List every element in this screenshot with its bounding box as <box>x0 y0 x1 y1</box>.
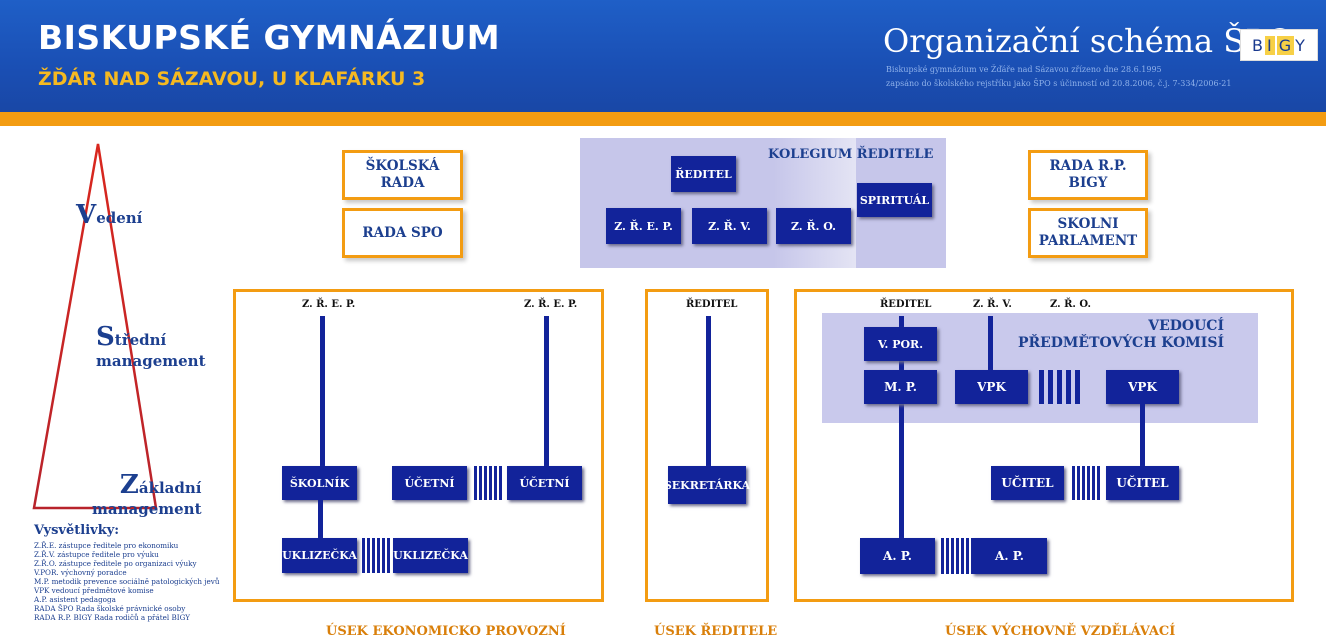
rada-rp-bigy-box: RADA R.P. BIGY <box>1028 150 1148 200</box>
econ-line-2 <box>544 316 549 466</box>
vpk-box-1: VPK <box>955 370 1028 404</box>
edu-section-frame <box>794 289 1294 602</box>
legend-item: Z.Ř.E. zástupce ředitele pro ekonomiku <box>34 541 179 550</box>
legend-item: V.POR. výchovný poradce <box>34 568 127 577</box>
hierarchy-triangle <box>32 143 158 510</box>
uklizecka-separator <box>362 538 390 573</box>
legend-item: A.P. asistent pedagoga <box>34 595 116 604</box>
legend-item: VPK vedoucí předmětové komise <box>34 586 154 595</box>
header-banner <box>0 0 1326 112</box>
ucetni-box-1: ÚČETNÍ <box>392 466 467 500</box>
school-address: ŽĎÁR NAD SÁZAVOU, U KLAFÁRKU 3 <box>38 68 426 90</box>
level-zakladni: Základní management <box>92 470 202 518</box>
reditel-box: ŘEDITEL <box>671 156 736 192</box>
legend-item: RADA R.P. BIGY Rada rodičů a přátel BIGY <box>34 613 190 622</box>
skolni-parlament-box: SKOLNI PARLAMENT <box>1028 208 1148 258</box>
econ-section-frame <box>233 289 604 602</box>
scheme-title: Organizační schéma ŠPO <box>883 22 1293 60</box>
scheme-subtitle-2: zapsáno do školského rejstříku jako ŠPO … <box>886 79 1232 88</box>
zro-box: Z. Ř. O. <box>776 208 851 244</box>
header-accent-bar <box>0 112 1326 126</box>
ucetni-separator <box>474 466 502 500</box>
legend-item: Z.Ř.V. zástupce ředitele pro výuku <box>34 550 159 559</box>
econ-section-label: ÚSEK EKONOMICKO PROVOZNÍ <box>326 624 566 639</box>
director-header: ŘEDITEL <box>686 299 738 310</box>
skolnik-box: ŠKOLNÍK <box>282 466 357 500</box>
uklizecka-box-1: UKLIZEČKA <box>282 538 357 573</box>
mp-box: M. P. <box>864 370 937 404</box>
econ-line-1 <box>320 316 325 466</box>
vpk-box-2: VPK <box>1106 370 1179 404</box>
edu-header-zrv: Z. Ř. V. <box>973 299 1012 310</box>
ap-separator <box>941 538 974 574</box>
spiritual-box: SPIRITUÁL <box>857 183 932 217</box>
zrep-box: Z. Ř. E. P. <box>606 208 681 244</box>
level-vedeni: Vedení <box>76 200 143 230</box>
ap-box-1: A. P. <box>860 538 935 574</box>
skolnik-uklizecka-line <box>318 500 323 538</box>
ucitel-box-2: UČITEL <box>1106 466 1179 500</box>
edu-zrv-line <box>988 316 993 370</box>
vpk-separator <box>1039 370 1080 404</box>
vpk-ucitel-line <box>1140 404 1145 466</box>
legend: Vysvětlivky: Z.Ř.E. zástupce ředitele pr… <box>34 523 254 622</box>
ap-box-2: A. P. <box>972 538 1047 574</box>
edu-reditel-line <box>899 316 904 538</box>
scheme-subtitle-1: Biskupské gymnázium ve Žďáře nad Sázavou… <box>886 65 1162 74</box>
edu-header-zro: Z. Ř. O. <box>1050 299 1091 310</box>
director-section-frame <box>645 289 769 602</box>
vpor-box: V. POR. <box>864 327 937 361</box>
zrv-box: Z. Ř. V. <box>692 208 767 244</box>
kolegium-title: KOLEGIUM ŘEDITELE <box>768 147 934 162</box>
uklizecka-box-2: UKLIZEČKA <box>393 538 468 573</box>
school-name: BISKUPSKÉ GYMNÁZIUM <box>38 18 501 57</box>
rada-spo-box: RADA SPO <box>342 208 463 258</box>
director-line <box>706 316 711 466</box>
econ-header-2: Z. Ř. E. P. <box>524 299 578 310</box>
vpk-panel-title: VEDOUCÍ PŘEDMĚTOVÝCH KOMISÍ <box>1017 318 1224 351</box>
legend-item: Z.Ř.O. zástupce ředitele po organizaci v… <box>34 559 197 568</box>
ucitel-box-1: UČITEL <box>991 466 1064 500</box>
legend-item: M.P. metodik prevence sociálně patologic… <box>34 577 220 586</box>
director-section-label: ÚSEK ŘEDITELE <box>654 624 778 639</box>
legend-item: RADA ŠPO Rada školské právnické osoby <box>34 604 186 613</box>
skolska-rada-box: ŠKOLSKÁ RADA <box>342 150 463 200</box>
edu-section-label: ÚSEK VÝCHOVNĚ VZDĚLÁVACÍ <box>945 624 1176 639</box>
sekretarka-box: SEKRETÁRKA <box>664 466 750 504</box>
edu-header-reditel: ŘEDITEL <box>880 299 932 310</box>
level-stredni: Střední management <box>96 322 206 370</box>
ucitel-separator <box>1072 466 1100 500</box>
ucetni-box-2: ÚČETNÍ <box>507 466 582 500</box>
legend-title: Vysvětlivky: <box>34 523 120 538</box>
econ-header-1: Z. Ř. E. P. <box>302 299 356 310</box>
